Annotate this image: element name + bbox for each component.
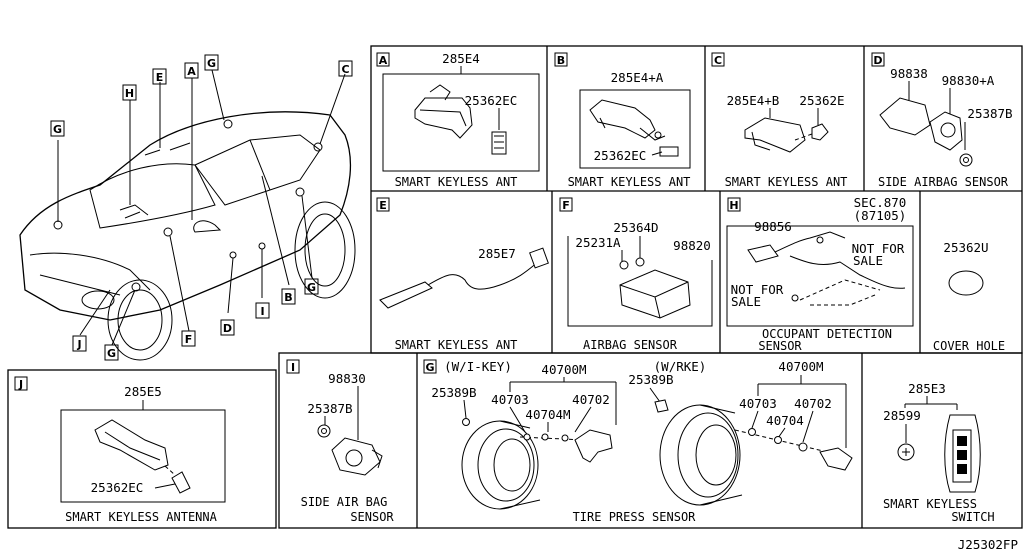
- part-25362u: 25362U: [943, 240, 988, 255]
- callout-f: F: [185, 333, 193, 346]
- section-g: G (W/I-KEY) (W/RKE) 25389B 40700M 40703 …: [423, 359, 853, 524]
- caption-switch-2: SWITCH: [951, 510, 994, 524]
- part-285e3: 285E3: [908, 381, 946, 396]
- caption-e: SMART KEYLESS ANT: [395, 338, 518, 352]
- vehicle-overview: [19, 69, 356, 361]
- svg-text:G: G: [425, 361, 434, 374]
- part-40702-1: 40702: [572, 392, 610, 407]
- part-98830-a: 98830+A: [942, 73, 995, 88]
- section-c: C 285E4+B 25362E SMART KEYLESS ANT: [711, 52, 848, 189]
- part-40700m-2: 40700M: [778, 359, 823, 374]
- part-25362ec-a: 25362EC: [465, 93, 518, 108]
- note-not-for-1: NOT FOR: [852, 241, 905, 256]
- callout-i: I: [260, 305, 264, 318]
- caption-a: SMART KEYLESS ANT: [395, 175, 518, 189]
- part-40703-2: 40703: [739, 396, 777, 411]
- section-i: I 98830 25387B SIDE AIR BAG SENSOR: [286, 359, 394, 524]
- variant-w-rke: (W/RKE): [654, 359, 707, 374]
- part-285e7: 285E7: [478, 246, 516, 261]
- caption-f: AIRBAG SENSOR: [583, 338, 678, 352]
- section-f: F 25364D 25231A 98820 AIRBAG SENSOR: [559, 197, 713, 352]
- callout-e: E: [156, 71, 164, 84]
- section-a: A 285E4 25362EC SMART KEYLESS ANT: [376, 51, 540, 189]
- part-285e5: 285E5: [124, 384, 162, 399]
- callout-b: B: [284, 291, 292, 304]
- ref-87105: (87105): [854, 208, 907, 223]
- part-98838: 98838: [890, 66, 928, 81]
- svg-text:J: J: [18, 378, 23, 391]
- part-40702-2: 40702: [794, 396, 832, 411]
- part-40704m-1: 40704M: [525, 407, 570, 422]
- caption-b: SMART KEYLESS ANT: [568, 175, 691, 189]
- part-25389b-2: 25389B: [628, 372, 673, 387]
- callout-j: J: [76, 338, 81, 351]
- section-cover-hole: 25362U COVER HOLE: [933, 240, 1005, 353]
- callout-g4: G: [307, 281, 316, 294]
- part-40700m-1: 40700M: [541, 362, 586, 377]
- part-40704-2: 40704: [766, 413, 804, 428]
- part-25362ec-b: 25362EC: [594, 148, 647, 163]
- part-98820: 98820: [673, 238, 711, 253]
- svg-text:F: F: [562, 199, 570, 212]
- svg-text:D: D: [873, 54, 882, 67]
- section-h: H 98856 SEC.870 (87105) NOT FOR SALE NOT…: [726, 195, 914, 353]
- svg-text:E: E: [379, 199, 387, 212]
- part-25387b-d: 25387B: [967, 106, 1012, 121]
- diagram-id: J25302FP: [958, 537, 1018, 552]
- callout-g1: G: [53, 123, 62, 136]
- part-25362ec-j: 25362EC: [91, 480, 144, 495]
- callout-g2: G: [207, 57, 216, 70]
- note-not-for-2: NOT FOR: [731, 282, 784, 297]
- part-285e4-a: 285E4+A: [611, 70, 664, 85]
- note-sale-1: SALE: [853, 253, 883, 268]
- section-b: B 285E4+A 25362EC SMART KEYLESS ANT: [554, 52, 691, 189]
- part-25389b-1: 25389B: [431, 385, 476, 400]
- svg-text:H: H: [729, 199, 738, 212]
- svg-text:B: B: [557, 54, 565, 67]
- part-40703-1: 40703: [491, 392, 529, 407]
- part-25364d: 25364D: [613, 220, 658, 235]
- svg-text:I: I: [291, 361, 295, 374]
- caption-i-1: SIDE AIR BAG: [301, 495, 388, 509]
- section-j: J 285E5 25362EC SMART KEYLESS ANTENNA: [14, 376, 226, 524]
- part-25231a: 25231A: [575, 235, 621, 250]
- part-25387b-i: 25387B: [307, 401, 352, 416]
- callout-d: D: [223, 322, 232, 335]
- svg-text:C: C: [714, 54, 722, 67]
- section-smart-keyless-switch: 285E3 28599 SMART KEYLESS SWITCH: [883, 381, 995, 524]
- caption-c: SMART KEYLESS ANT: [725, 175, 848, 189]
- section-d: D 98838 98830+A 25387B SIDE AIRBAG SENSO…: [871, 52, 1013, 189]
- callout-h: H: [125, 87, 134, 100]
- callout-a: A: [187, 65, 196, 78]
- part-285e4-b: 285E4+B: [727, 93, 780, 108]
- ref-sec870: SEC.870: [854, 195, 907, 210]
- part-25362e: 25362E: [799, 93, 844, 108]
- caption-h-2: SENSOR: [758, 339, 802, 353]
- caption-h-1: OCCUPANT DETECTION: [762, 327, 892, 341]
- callout-c: C: [341, 63, 349, 76]
- note-sale-2: SALE: [731, 294, 761, 309]
- part-98830: 98830: [328, 371, 366, 386]
- car-callouts: G H E A G C J G F D I B G: [50, 54, 353, 361]
- panel-grid: [7, 45, 1023, 529]
- section-e: E 285E7 SMART KEYLESS ANT: [376, 197, 549, 352]
- part-285e4: 285E4: [442, 51, 480, 66]
- caption-switch-1: SMART KEYLESS: [883, 497, 977, 511]
- part-28599: 28599: [883, 408, 921, 423]
- callout-g3: G: [107, 347, 116, 360]
- caption-d: SIDE AIRBAG SENSOR: [878, 175, 1009, 189]
- caption-i-2: SENSOR: [350, 510, 394, 524]
- variant-w-i-key: (W/I-KEY): [444, 359, 512, 374]
- caption-cover-hole: COVER HOLE: [933, 339, 1005, 353]
- caption-g: TIRE PRESS SENSOR: [573, 510, 697, 524]
- svg-text:A: A: [379, 54, 388, 67]
- caption-j: SMART KEYLESS ANTENNA: [65, 510, 217, 524]
